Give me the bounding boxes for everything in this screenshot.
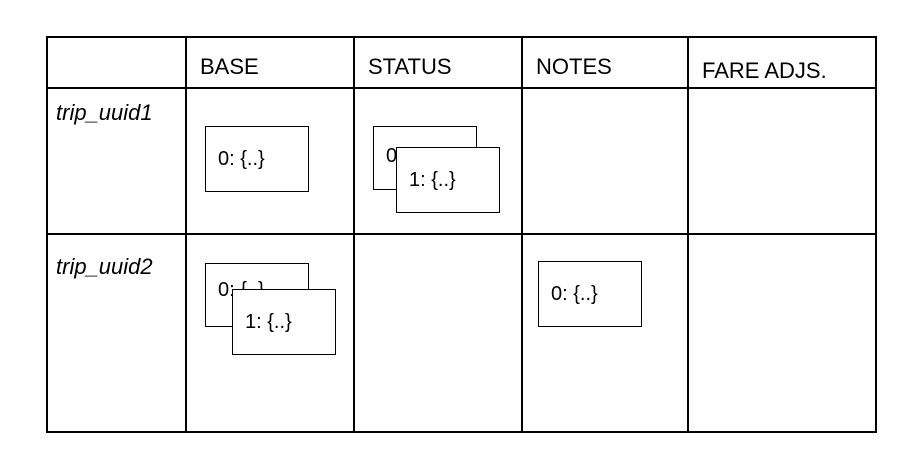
column-divider-base [185, 36, 187, 433]
record-box: 1: {..} [232, 289, 336, 355]
table-border-right [875, 36, 877, 433]
table-border-bottom [46, 431, 877, 433]
record-box: 0: {..} [205, 126, 309, 192]
row-label-trip-1: trip_uuid1 [56, 100, 153, 125]
row-divider [46, 233, 877, 235]
table-border-top [46, 36, 877, 38]
header-status: STATUS [368, 54, 452, 79]
column-divider-fare-adjs [687, 36, 689, 433]
column-divider-notes [521, 36, 523, 433]
record-box: 1: {..} [396, 147, 500, 213]
row-label-trip-2: trip_uuid2 [56, 254, 153, 279]
table-border-left [46, 36, 48, 433]
header-fare-adjs: FARE ADJS. [702, 58, 827, 83]
record-box: 0: {..} [538, 261, 642, 327]
column-divider-status [353, 36, 355, 433]
header-base: BASE [200, 54, 259, 79]
header-notes: NOTES [536, 54, 612, 79]
header-row-divider [46, 87, 877, 89]
